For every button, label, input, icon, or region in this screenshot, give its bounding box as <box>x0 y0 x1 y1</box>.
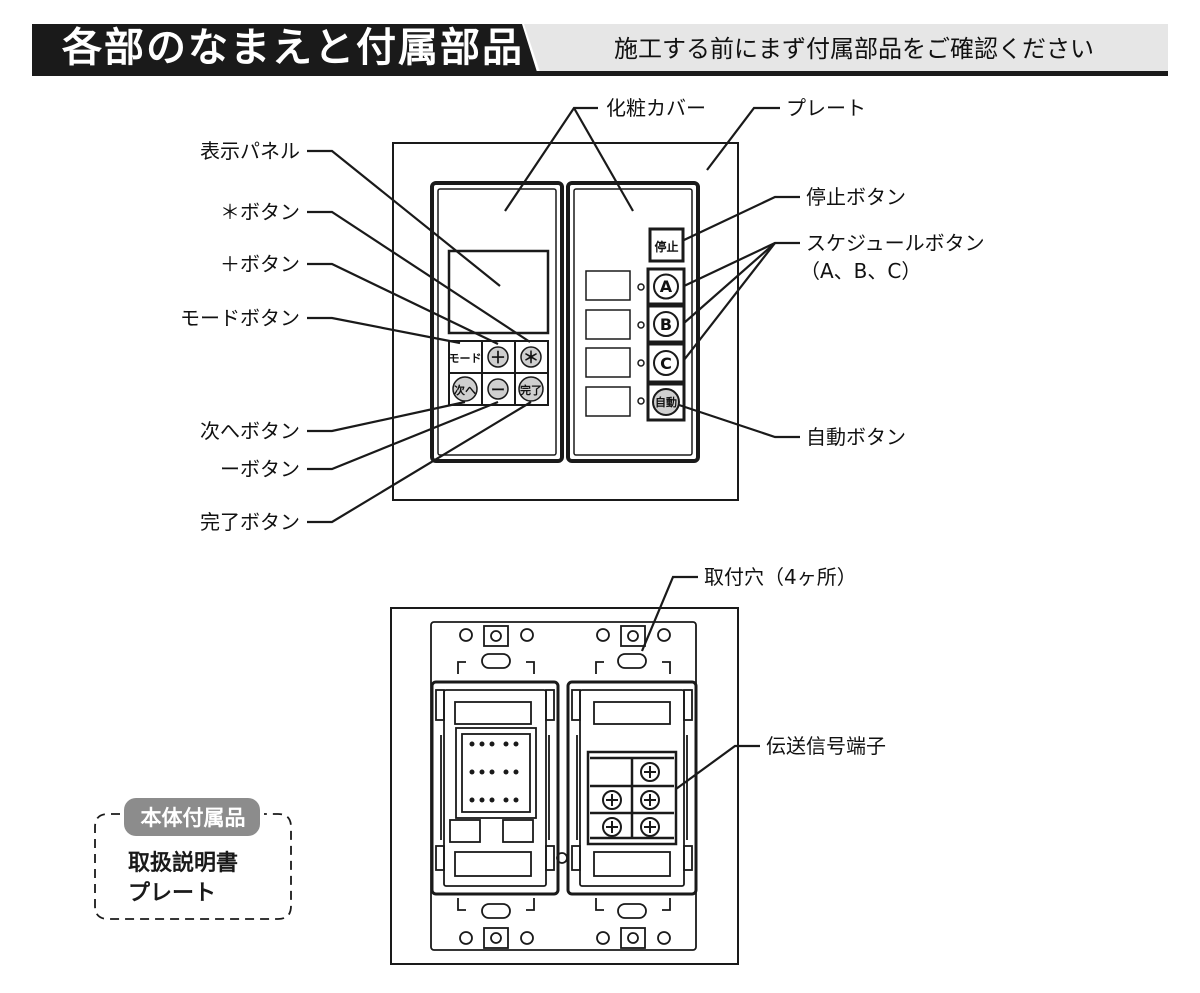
label-plus-button: ＋ボタン <box>220 252 300 276</box>
signal-terminal-block <box>586 750 678 846</box>
accessories-box <box>94 798 292 920</box>
schedule-b-key[interactable]: B <box>660 315 672 334</box>
back-plate-outline <box>390 607 739 965</box>
cosmetic-cover-left <box>430 181 564 463</box>
label-cosmetic-cover: 化粧カバー <box>606 96 706 120</box>
stop-key[interactable]: 停止 <box>654 239 678 254</box>
plate-outline <box>392 142 739 501</box>
plus-key[interactable]: ＋ <box>490 348 506 367</box>
label-plate: プレート <box>786 96 866 120</box>
label-asterisk-button: ＊ボタン <box>220 200 300 224</box>
label-mounting-holes: 取付穴（4ヶ所） <box>704 565 857 589</box>
accessories-badge <box>124 798 260 836</box>
display-panel <box>447 249 550 335</box>
key-grid <box>448 340 549 406</box>
schedule-c-key[interactable]: C <box>660 354 672 373</box>
mounting-hole-2 <box>617 653 647 669</box>
asterisk-key-ring <box>520 346 542 368</box>
done-key[interactable]: 完了 <box>520 383 542 397</box>
stop-button-frame <box>648 227 685 263</box>
label-mode-button: モードボタン <box>180 306 300 330</box>
schedule-a-key[interactable]: A <box>660 277 673 296</box>
auto-key[interactable]: 自動 <box>655 395 677 409</box>
plus-key-ring <box>487 346 509 368</box>
label-auto-button: 自動ボタン <box>806 425 906 449</box>
label-schedule-button-sub: （A、B、C） <box>800 259 922 283</box>
label-signal-terminal: 伝送信号端子 <box>766 734 886 758</box>
label-minus-button: ーボタン <box>220 457 300 481</box>
back-leader-lines <box>640 575 760 790</box>
schedule-rows <box>585 267 686 422</box>
label-stop-button: 停止ボタン <box>806 185 906 209</box>
label-done-button: 完了ボタン <box>200 510 300 534</box>
front-view: モード ＋ ＊ 次へ ー 完了 停止 <box>392 142 739 501</box>
header-bar: 各部のなまえと付属部品 施工する前にまず付属部品をご確認ください <box>32 24 1168 76</box>
cosmetic-cover-right <box>566 181 700 463</box>
done-key-ring <box>518 376 544 402</box>
label-schedule-button: スケジュールボタン <box>806 231 985 255</box>
mounting-hole-3 <box>481 903 511 919</box>
accessories-title: 本体付属品 <box>140 806 246 830</box>
header-shape <box>32 24 1168 76</box>
asterisk-key[interactable]: ＊ <box>523 348 539 367</box>
accessory-item-plate: プレート <box>128 881 217 906</box>
front-leader-lines <box>307 106 800 524</box>
back-view <box>390 607 739 965</box>
next-key[interactable]: 次へ <box>454 383 476 397</box>
mode-key[interactable]: モード <box>449 352 482 365</box>
label-display-panel: 表示パネル <box>200 139 300 163</box>
page-subtitle: 施工する前にまず付属部品をご確認ください <box>614 35 1094 63</box>
mounting-hole-1 <box>481 653 511 669</box>
label-next-button: 次へボタン <box>200 419 300 443</box>
minus-key[interactable]: ー <box>491 383 505 399</box>
minus-key-ring <box>487 378 509 400</box>
mounting-hole-4 <box>617 903 647 919</box>
page-title: 各部のなまえと付属部品 <box>62 25 524 71</box>
accessory-item-manual: 取扱説明書 <box>128 851 239 876</box>
next-key-ring <box>452 376 478 402</box>
